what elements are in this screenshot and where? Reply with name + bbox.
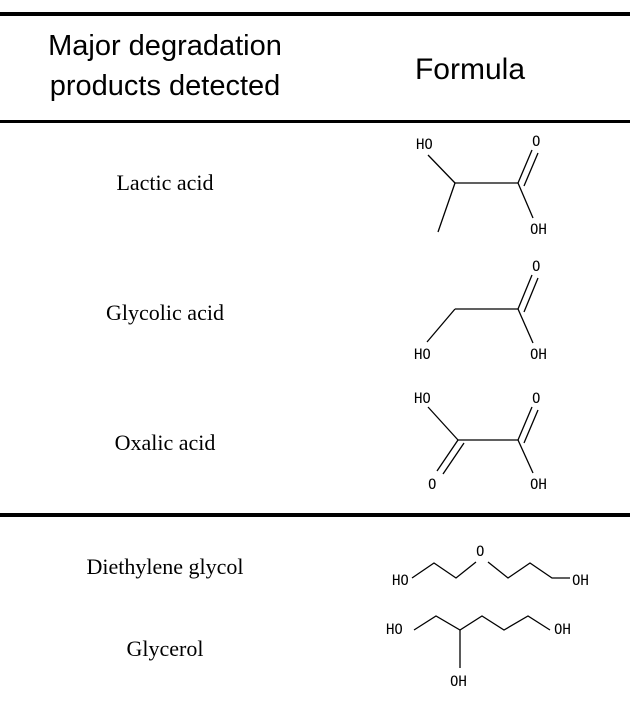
- label-oh-right: OH: [554, 622, 571, 638]
- structure-oxalic-acid: HO O O OH: [414, 391, 547, 493]
- label-o: O: [532, 134, 540, 150]
- structure-lactic-acid: HO O OH: [416, 134, 547, 238]
- label-ho: HO: [416, 137, 433, 153]
- column-header-formula: Formula: [414, 53, 526, 86]
- label-o-left: O: [428, 477, 436, 493]
- row-name-diethylene-glycol: Diethylene glycol: [86, 554, 244, 579]
- label-oh-bottom: OH: [450, 674, 467, 690]
- structure-diethylene-glycol: O HO OH: [392, 544, 589, 589]
- label-oh: OH: [530, 222, 547, 238]
- label-oh: OH: [530, 477, 547, 493]
- table-top-rule: [0, 12, 630, 16]
- label-o-right: O: [532, 391, 540, 407]
- structure-glycerol: HO OH OH: [386, 615, 571, 690]
- label-ho: HO: [386, 622, 403, 638]
- row-name-oxalic-acid: Oxalic acid: [114, 430, 216, 455]
- header-rule: [0, 120, 630, 123]
- structure-glycolic-acid: O HO OH: [414, 259, 547, 363]
- column-header-products: Major degradation products detected: [30, 26, 300, 106]
- row-name-lactic-acid: Lactic acid: [116, 170, 214, 195]
- row-name-glycerol: Glycerol: [126, 636, 204, 661]
- column-header-products-line2: products detected: [49, 70, 281, 102]
- column-header-products-line1: Major degradation: [48, 30, 282, 62]
- label-ho: HO: [392, 573, 409, 589]
- label-o: O: [476, 544, 484, 560]
- label-oh: OH: [530, 347, 547, 363]
- label-ho: HO: [414, 391, 431, 407]
- label-o: O: [532, 259, 540, 275]
- label-ho: HO: [414, 347, 431, 363]
- label-oh: OH: [572, 573, 589, 589]
- section-rule: [0, 513, 630, 517]
- row-name-glycolic-acid: Glycolic acid: [106, 300, 224, 325]
